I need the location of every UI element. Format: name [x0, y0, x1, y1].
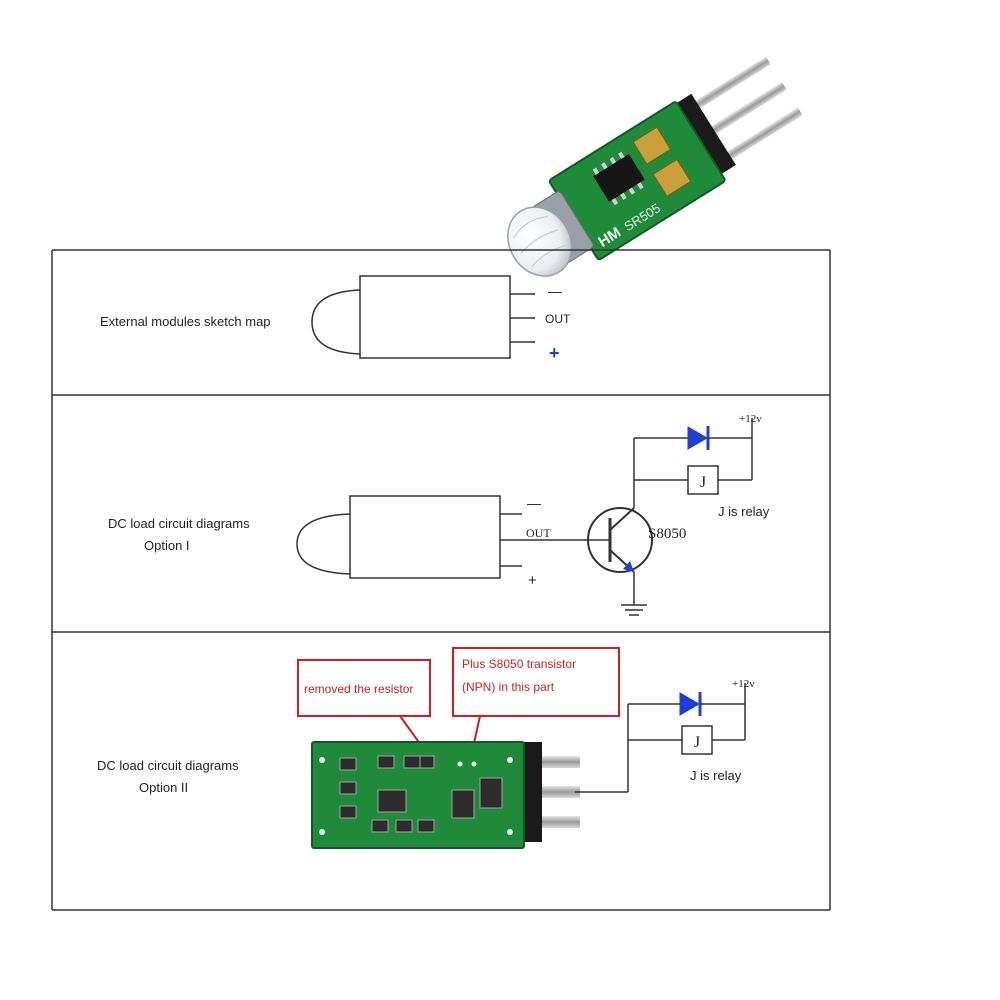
- pin-minus-label: —: [527, 495, 541, 511]
- supply-label: +12v: [732, 678, 755, 690]
- relay-label: J: [700, 474, 706, 491]
- pin-out-label: OUT: [545, 312, 571, 326]
- callout-2-line1: Plus S8050 transistor: [462, 657, 576, 671]
- pin-minus-label: —: [548, 283, 562, 299]
- row-option-2: DC load circuit diagrams Option II remov…: [97, 647, 755, 849]
- diode-icon: [687, 426, 708, 450]
- module-capacitor: [652, 158, 692, 197]
- callout-removed-resistor: [297, 659, 431, 717]
- ground-icon: [621, 604, 647, 616]
- pin-header: [672, 93, 736, 177]
- sketch-module-body: [359, 275, 511, 359]
- pir-module-photo: HM SR505: [507, 56, 803, 277]
- module-pin: [705, 82, 787, 138]
- module-pcb: [311, 741, 525, 849]
- module-pcb-photo: [311, 741, 580, 849]
- sketch-lens: [296, 513, 351, 575]
- module-ic-chip: [451, 789, 475, 819]
- row-option-1: DC load circuit diagrams Option I — OUT …: [108, 413, 770, 616]
- module-pin: [721, 107, 803, 163]
- callout-1-text: removed the resistor: [304, 682, 413, 696]
- relay-label: J: [694, 734, 700, 751]
- diagram-table: [51, 249, 831, 911]
- npn-transistor-symbol: [587, 507, 653, 573]
- row2-label-line2: Option I: [144, 538, 190, 553]
- relay-note: J is relay: [690, 768, 742, 783]
- callout-added-transistor: [452, 647, 620, 717]
- row3-label-line2: Option II: [139, 780, 188, 795]
- transistor-label: S8050: [648, 526, 686, 542]
- pin-out-label: OUT: [526, 526, 551, 540]
- relay-coil: [687, 465, 719, 495]
- module-ic-chip: [593, 154, 645, 202]
- relay-coil: [681, 725, 713, 755]
- supply-label: +12v: [739, 413, 762, 425]
- diode-icon: [679, 692, 700, 716]
- sketch-lens: [311, 289, 361, 355]
- row1-label: External modules sketch map: [100, 314, 271, 329]
- pin-plus-label: +: [528, 572, 537, 589]
- pin-plus-label: +: [549, 343, 560, 363]
- module-capacitor: [632, 126, 672, 165]
- row2-label-line1: DC load circuit diagrams: [108, 516, 250, 531]
- fresnel-lens-dome: [507, 206, 573, 277]
- added-transistor: [479, 777, 503, 809]
- callout-2-line2: (NPN) in this part: [462, 680, 555, 694]
- pin-header: [520, 742, 542, 842]
- sketch-module-body: [349, 495, 501, 579]
- module-pin: [689, 56, 771, 112]
- relay-note: J is relay: [718, 504, 770, 519]
- row-sketch-map: External modules sketch map — OUT +: [100, 275, 571, 363]
- row3-label-line1: DC load circuit diagrams: [97, 758, 239, 773]
